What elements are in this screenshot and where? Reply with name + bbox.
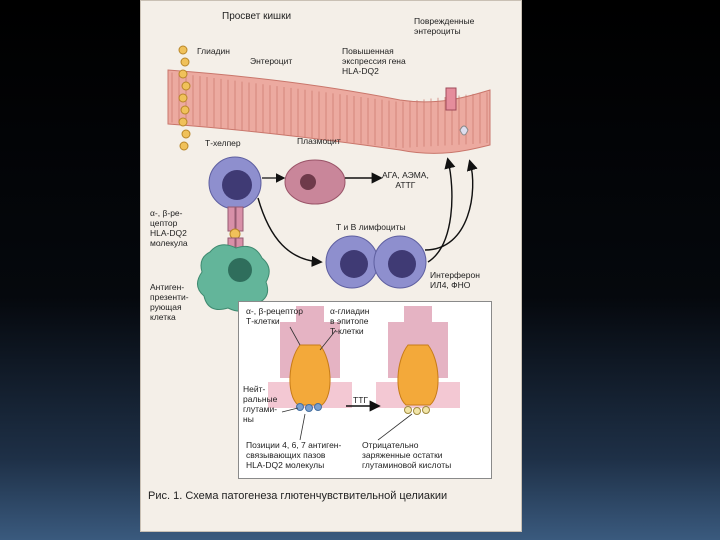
label-tb-lymphocytes: Т и В лимфоциты (336, 222, 406, 232)
label-interferon: Интерферон ИЛ4, ФНО (430, 270, 480, 290)
inset-molecule-right (376, 306, 460, 415)
plasmocyte-cell (284, 159, 346, 205)
antigen-presenting-cell (197, 244, 270, 312)
epithelium (167, 69, 491, 154)
label-inset-ttg: ТТГ (353, 395, 368, 405)
hla-dq2-receptor (227, 206, 244, 253)
arrow-to-damaged-2 (424, 159, 478, 251)
epithelial-cells (171, 72, 488, 148)
label-gliadin: Глиадин (197, 46, 230, 56)
label-damaged-enterocytes: Поврежденные энтероциты (414, 16, 475, 36)
gliadin-molecule (178, 45, 191, 151)
label-enterocyte: Энтероцит (250, 56, 293, 66)
label-apc: Антиген- презенти- рующая клетка (150, 282, 189, 322)
label-antibodies: АГА, АЭМА, АТТГ (382, 170, 429, 190)
t-helper-cell (208, 156, 262, 210)
label-inset-neutral: Нейт- ральные глутами- ны (243, 384, 278, 424)
figure-caption: Рис. 1. Схема патогенеза глютенчувствите… (148, 490, 448, 502)
label-inset-negative: Отрицательно заряженные остатки глутамин… (362, 440, 452, 470)
label-receptor: α-, β-ре- цептор HLA-DQ2 молекула (150, 208, 188, 248)
label-plasmocyte: Плазмоцит (297, 136, 341, 146)
label-hla-expression: Повышенная экспрессия гена HLA-DQ2 (342, 46, 406, 76)
label-inset-positions: Позиции 4, 6, 7 антиген- связывающих паз… (246, 440, 342, 470)
leader-lines (281, 326, 413, 441)
damaged-enterocytes (445, 87, 469, 136)
label-inset-alpha-gliadin: α-глиадин в эпитопе Т-клетки (330, 306, 370, 336)
arrow-to-lymphocytes (257, 197, 323, 268)
label-t-helper: Т-хелпер (205, 138, 241, 148)
label-lumen: Просвет кишки (222, 11, 292, 22)
label-inset-receptor: α-, β-рецептор Т-клетки (246, 306, 303, 326)
b-cell (373, 235, 427, 289)
inset-molecule-left (268, 306, 352, 412)
t-cell (325, 235, 379, 289)
arrow-to-damaged-1 (427, 157, 456, 263)
